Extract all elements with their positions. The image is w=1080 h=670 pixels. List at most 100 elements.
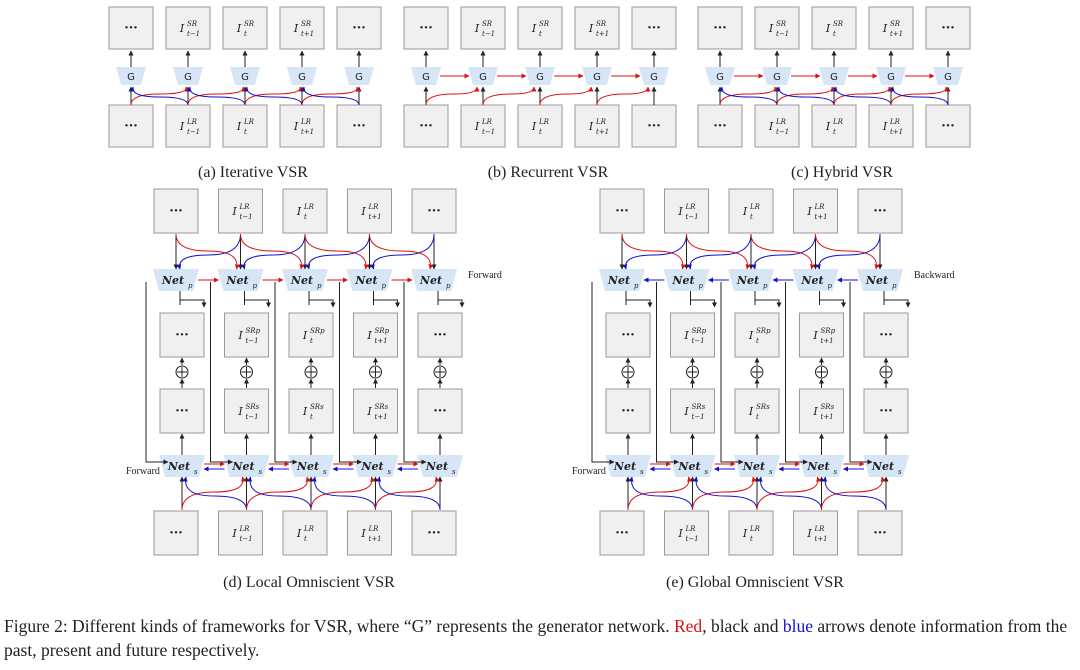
frame-superscript: LR bbox=[595, 118, 607, 126]
frame-subscript: t+1 bbox=[815, 213, 828, 221]
srp-frame-box bbox=[670, 312, 715, 358]
net-s-subscript: s bbox=[452, 468, 456, 476]
frame-symbol-i: I bbox=[360, 527, 366, 540]
generator-label: G bbox=[355, 72, 363, 83]
direction-label-bottom: Forward bbox=[126, 466, 160, 477]
frame-symbol-i: I bbox=[588, 120, 594, 133]
frame-subscript: t+1 bbox=[369, 535, 382, 543]
lr-input-box bbox=[728, 510, 774, 556]
frame-symbol-i: I bbox=[231, 205, 237, 218]
frame-superscript: LR bbox=[814, 203, 826, 211]
net-p-subscript: p bbox=[699, 282, 704, 290]
srs-frame-box bbox=[863, 388, 909, 434]
frame-symbol-i: I bbox=[237, 329, 243, 342]
ellipsis-frame: ··· bbox=[427, 204, 441, 219]
generator-module bbox=[762, 67, 792, 85]
ellipsis-frame: ··· bbox=[615, 526, 629, 541]
ellipsis-frame: ··· bbox=[873, 526, 887, 541]
srp-frame-box bbox=[417, 312, 463, 358]
sr-frame-box bbox=[868, 6, 914, 50]
frame-subscript: t−1 bbox=[686, 213, 699, 221]
arrow-future-info bbox=[376, 476, 441, 511]
srs-frame-box bbox=[734, 388, 780, 434]
frame-subscript: t+1 bbox=[890, 128, 903, 136]
frame-subscript: t bbox=[756, 413, 759, 421]
ellipsis-frame: ··· bbox=[169, 526, 183, 541]
panel-caption: (d) Local Omniscient VSR bbox=[223, 574, 395, 591]
frame-superscript: SR bbox=[539, 20, 550, 28]
frame-symbol-i: I bbox=[768, 120, 774, 133]
frame-symbol-i: I bbox=[683, 329, 689, 342]
frame-symbol-i: I bbox=[236, 22, 242, 35]
lr-frame-box bbox=[517, 104, 563, 148]
arrow-past-info bbox=[596, 86, 651, 106]
ellipsis-frame: ··· bbox=[419, 119, 433, 134]
frame-symbol-i: I bbox=[748, 329, 754, 342]
net-s-subscript: s bbox=[834, 468, 838, 476]
arrow-past-info bbox=[692, 476, 757, 511]
srs-frame-box bbox=[159, 388, 205, 434]
lr-input-box bbox=[857, 510, 903, 556]
frame-superscript: SRs bbox=[821, 403, 835, 411]
sr-frame-box bbox=[754, 6, 800, 50]
generator-label: G bbox=[536, 72, 544, 83]
srs-frame-box bbox=[288, 388, 334, 434]
srs-frame-box bbox=[799, 388, 844, 434]
generator-module bbox=[468, 67, 498, 85]
ellipsis-frame: ··· bbox=[433, 328, 447, 343]
lr-frame-box bbox=[754, 104, 800, 148]
net-s-label: Net bbox=[677, 460, 700, 473]
net-s-label: Net bbox=[167, 460, 190, 473]
caption-red-word: Red bbox=[673, 616, 703, 636]
arrow-future-info bbox=[832, 86, 892, 106]
frame-symbol-i: I bbox=[296, 205, 302, 218]
ellipsis-frame: ··· bbox=[175, 328, 189, 343]
frame-subscript: t bbox=[244, 30, 247, 38]
sr-frame-box bbox=[517, 6, 563, 50]
frame-subscript: t bbox=[310, 337, 313, 345]
generator-label: G bbox=[422, 72, 430, 83]
ellipsis-frame: ··· bbox=[124, 119, 138, 134]
caption-suffix: arrows denote information from the past,… bbox=[4, 616, 1068, 660]
generator-label: G bbox=[773, 72, 781, 83]
frame-subscript: t bbox=[539, 128, 542, 136]
lr-frame-box bbox=[108, 104, 154, 148]
arrow-netp-to-nets bbox=[339, 282, 362, 465]
direction-label-top: Forward bbox=[468, 270, 502, 281]
generator-module bbox=[582, 67, 612, 85]
net-s-subscript: s bbox=[323, 468, 327, 476]
generator-label: G bbox=[127, 72, 135, 83]
srp-frame-box bbox=[224, 312, 269, 358]
frame-superscript: LR bbox=[685, 203, 697, 211]
frame-superscript: SRs bbox=[756, 403, 770, 411]
arrow-past-info bbox=[130, 86, 190, 106]
arrow-netp-to-srp bbox=[180, 299, 207, 308]
panel-caption: (e) Global Omniscient VSR bbox=[666, 574, 844, 591]
lr-frame-box bbox=[697, 104, 743, 148]
generator-module bbox=[230, 67, 260, 85]
frame-symbol-i: I bbox=[293, 22, 299, 35]
frame-symbol-i: I bbox=[825, 120, 831, 133]
arrow-future-info bbox=[822, 476, 887, 511]
net-p-subscript: p bbox=[634, 282, 639, 290]
sr-frame-box bbox=[165, 6, 211, 50]
srs-frame-box bbox=[353, 388, 398, 434]
frame-subscript: t bbox=[310, 413, 313, 421]
sr-frame-box bbox=[279, 6, 325, 50]
net-s-module bbox=[605, 455, 651, 477]
frame-symbol-i: I bbox=[236, 120, 242, 133]
srs-frame-box bbox=[670, 388, 715, 434]
sr-frame-box bbox=[108, 6, 154, 50]
frame-symbol-i: I bbox=[296, 527, 302, 540]
arrow-netp-to-srp bbox=[438, 299, 465, 308]
